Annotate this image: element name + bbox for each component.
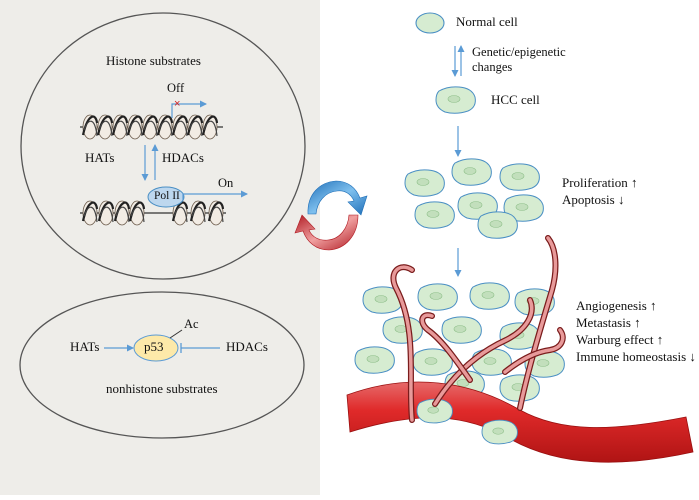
genetic-changes-label-line2: changes — [472, 60, 513, 74]
angiogenic-capillaries — [390, 235, 566, 423]
genetic-changes-label-line1: Genetic/epigenetic — [472, 45, 566, 59]
transcription-on-arrow — [182, 190, 248, 200]
off-label: Off — [167, 81, 185, 95]
nucleosome-icon — [96, 114, 114, 140]
chromatin-open — [80, 200, 226, 226]
nucleosome-icon — [141, 114, 159, 140]
transcription-off-arrow — [171, 100, 207, 118]
proliferating-cell-cluster — [404, 158, 544, 239]
pol-ii-ellipse — [147, 186, 185, 208]
nucleosome-icon — [171, 200, 189, 226]
nucleosome-icon — [113, 200, 131, 226]
cycle-arrows — [294, 180, 368, 251]
p53-ellipse — [133, 334, 179, 362]
histone-hdacs-label: HDACs — [162, 150, 204, 165]
nucleosome-icon — [189, 200, 207, 226]
metastasis-label: Metastasis ↑ — [576, 315, 641, 330]
nonhistone-substrates-circle — [19, 291, 305, 439]
ac-label: Ac — [184, 317, 199, 331]
nucleosome-icon — [81, 114, 99, 140]
on-label: On — [218, 176, 234, 190]
histone-substrates-title: Histone substrates — [106, 53, 201, 68]
normal-cell — [415, 12, 445, 34]
hcc-cell-label: HCC cell — [491, 92, 540, 107]
warburg-label: Warburg effect ↑ — [576, 332, 664, 347]
hcc-cell-single — [435, 86, 476, 114]
cycle-red-arrow — [294, 214, 359, 251]
angiogenesis-label: Angiogenesis ↑ — [576, 298, 657, 313]
pol-ii-label: Pol II — [154, 190, 180, 202]
nonhistone-hats-label: HATs — [70, 339, 100, 354]
nucleosome-icon — [97, 200, 115, 226]
cycle-blue-arrow — [307, 180, 368, 216]
p53-label: p53 — [144, 339, 164, 354]
nucleosome-icon — [171, 114, 189, 140]
nonhistone-hdacs-label: HDACs — [226, 339, 268, 354]
nonhistone-substrates-title: nonhistone substrates — [106, 381, 218, 396]
nucleosome-icon — [186, 114, 204, 140]
nucleosome-icon — [207, 200, 225, 226]
histone-substrates-circle — [20, 12, 306, 280]
nucleosome-icon — [111, 114, 129, 140]
nucleosome-icon — [201, 114, 219, 140]
hdacs-inhibit-arrow — [180, 343, 220, 353]
nucleosome-icon — [128, 200, 146, 226]
proliferation-label: Proliferation ↑ — [562, 175, 638, 190]
chromatin-closed — [80, 114, 223, 140]
nucleosome-icon — [81, 200, 99, 226]
ac-link — [169, 329, 183, 339]
nucleosome-icon — [126, 114, 144, 140]
immune-label: Immune homeostasis ↓ — [576, 349, 696, 364]
left-panel-background — [0, 0, 320, 495]
histone-hats-label: HATs — [85, 150, 115, 165]
off-x-mark: × — [174, 98, 180, 110]
apoptosis-label: Apoptosis ↓ — [562, 192, 625, 207]
normal-cell-label: Normal cell — [456, 14, 518, 29]
nucleosome-icon — [156, 114, 174, 140]
